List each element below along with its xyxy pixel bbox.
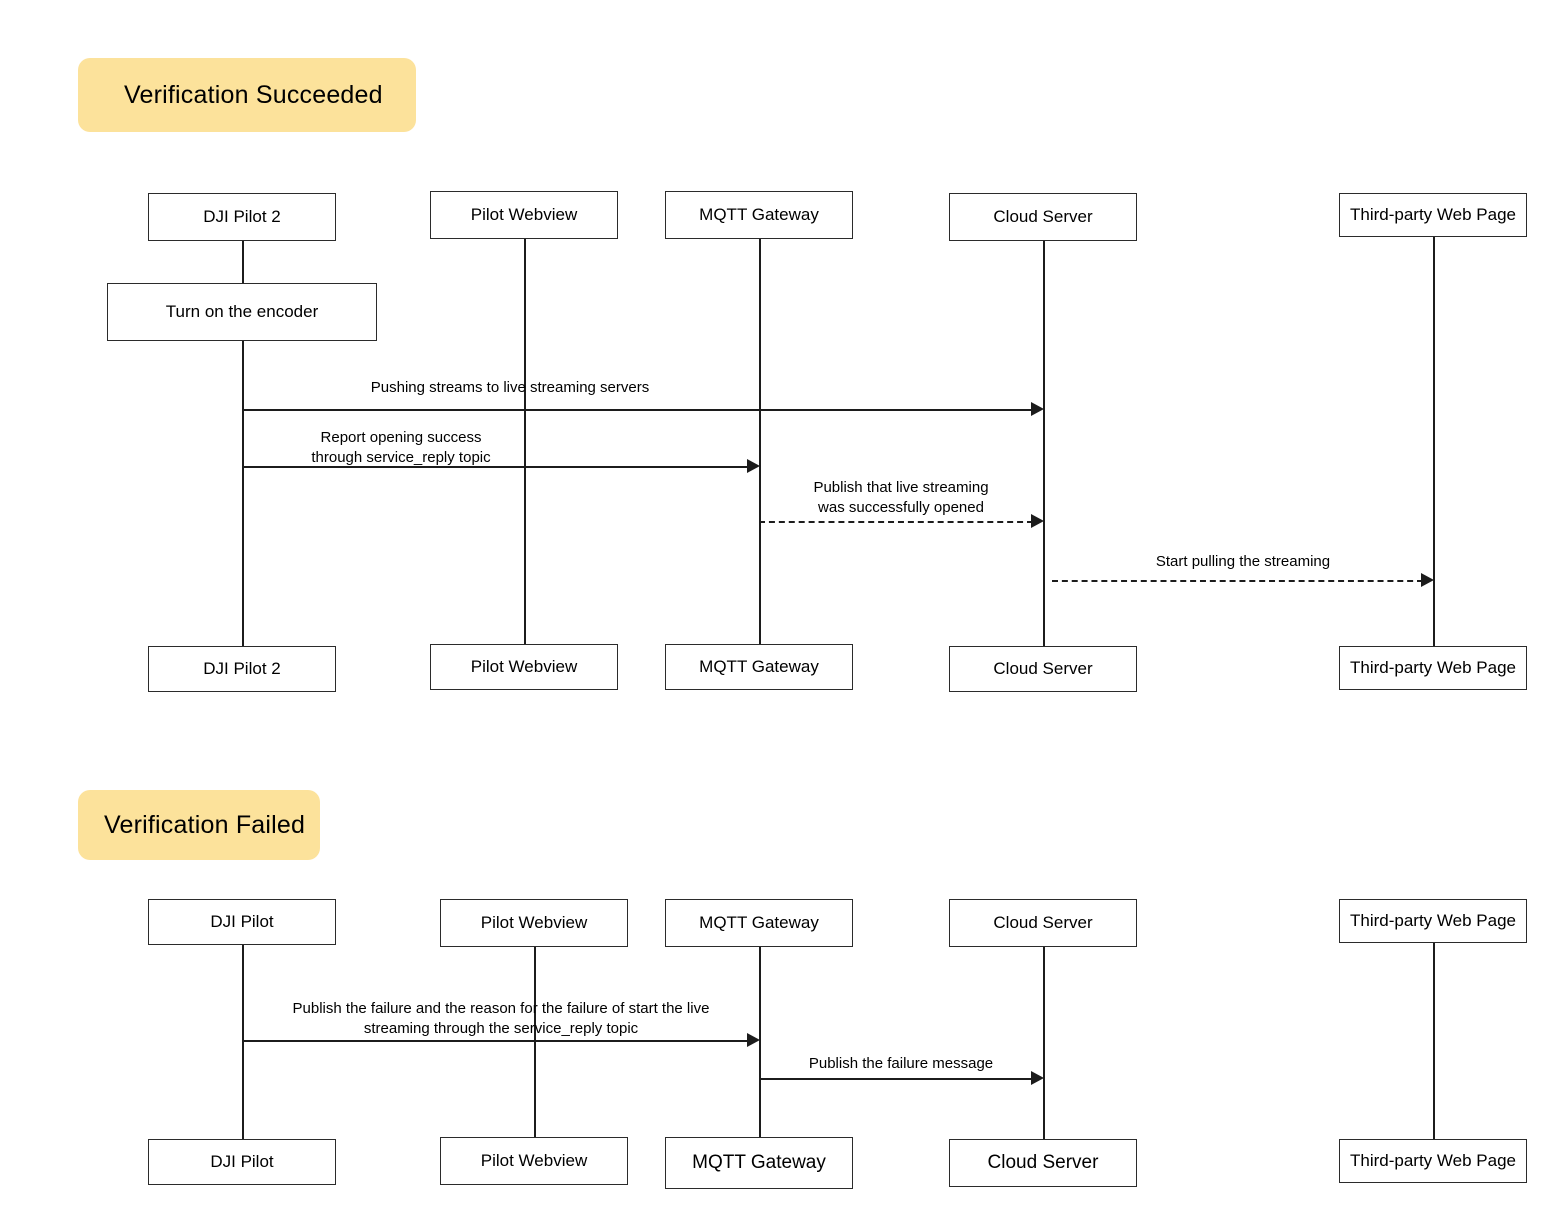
message-line-publish-live-streaming-opened [759, 521, 1033, 523]
activation-turn-on-the-encoder: Turn on the encoder [107, 283, 377, 341]
message-label-publish-failure-reason: Publish the failure and the reason for t… [251, 999, 751, 1039]
lifeline-dji-pilot-2 [242, 241, 244, 646]
message-line-publish-failure-message [759, 1078, 1033, 1080]
participant-bottom-pilot-webview-bottom: Pilot Webview [430, 644, 618, 690]
participant-bottom-cloud-server-f-bottom: Cloud Server [949, 1139, 1137, 1187]
arrowhead-icon [747, 1033, 760, 1047]
message-label-publish-failure-message: Publish the failure message [761, 1054, 1041, 1074]
lifeline-cloud-server-f [1043, 947, 1045, 1141]
message-line-pushing-streams [242, 409, 1033, 411]
arrowhead-icon [1031, 514, 1044, 528]
participant-bottom-cloud-server-bottom: Cloud Server [949, 646, 1137, 692]
arrowhead-icon [1031, 402, 1044, 416]
lifeline-third-party-page [1433, 237, 1435, 646]
participant-top-mqtt-gateway-f: MQTT Gateway [665, 899, 853, 947]
participant-bottom-third-party-f-bottom: Third-party Web Page [1339, 1139, 1527, 1183]
participant-top-cloud-server-f: Cloud Server [949, 899, 1137, 947]
lifeline-mqtt-gateway [759, 239, 761, 644]
participant-bottom-dji-pilot-f-bottom: DJI Pilot [148, 1139, 336, 1185]
message-label-line: Publish the failure message [808, 1055, 994, 1072]
participant-bottom-third-party-page-bottom: Third-party Web Page [1339, 646, 1527, 690]
lifeline-mqtt-gateway-f [759, 947, 761, 1139]
message-label-line: Publish the failure and the reason for t… [292, 1000, 710, 1017]
message-line-report-opening-success [242, 466, 749, 468]
lifeline-pilot-webview [524, 239, 526, 644]
participant-top-dji-pilot-2: DJI Pilot 2 [148, 193, 336, 241]
message-line-start-pulling-the-streaming [1052, 580, 1423, 582]
lifeline-dji-pilot-f [242, 945, 244, 1141]
lifeline-cloud-server [1043, 241, 1045, 646]
message-label-line: streaming through the service_reply topi… [363, 1020, 639, 1037]
lifeline-pilot-webview-f [534, 947, 536, 1139]
message-line-publish-failure-reason [242, 1040, 749, 1042]
arrowhead-icon [747, 459, 760, 473]
arrowhead-icon [1031, 1071, 1044, 1085]
participant-top-mqtt-gateway: MQTT Gateway [665, 191, 853, 239]
arrowhead-icon [1421, 573, 1434, 587]
section-badge-verification-failed: Verification Failed [78, 790, 320, 860]
participant-bottom-pilot-webview-f-bottom: Pilot Webview [440, 1137, 628, 1185]
participant-top-pilot-webview-f: Pilot Webview [440, 899, 628, 947]
participant-top-pilot-webview: Pilot Webview [430, 191, 618, 239]
participant-bottom-mqtt-gateway-bottom: MQTT Gateway [665, 644, 853, 690]
participant-bottom-mqtt-gateway-f-bottom: MQTT Gateway [665, 1137, 853, 1189]
participant-top-dji-pilot-f: DJI Pilot [148, 899, 336, 945]
participant-top-cloud-server: Cloud Server [949, 193, 1137, 241]
participant-top-third-party-page: Third-party Web Page [1339, 193, 1527, 237]
participant-top-third-party-f: Third-party Web Page [1339, 899, 1527, 943]
lifeline-third-party-f [1433, 943, 1435, 1141]
participant-bottom-dji-pilot-2-bottom: DJI Pilot 2 [148, 646, 336, 692]
section-badge-verification-succeeded: Verification Succeeded [78, 58, 416, 132]
